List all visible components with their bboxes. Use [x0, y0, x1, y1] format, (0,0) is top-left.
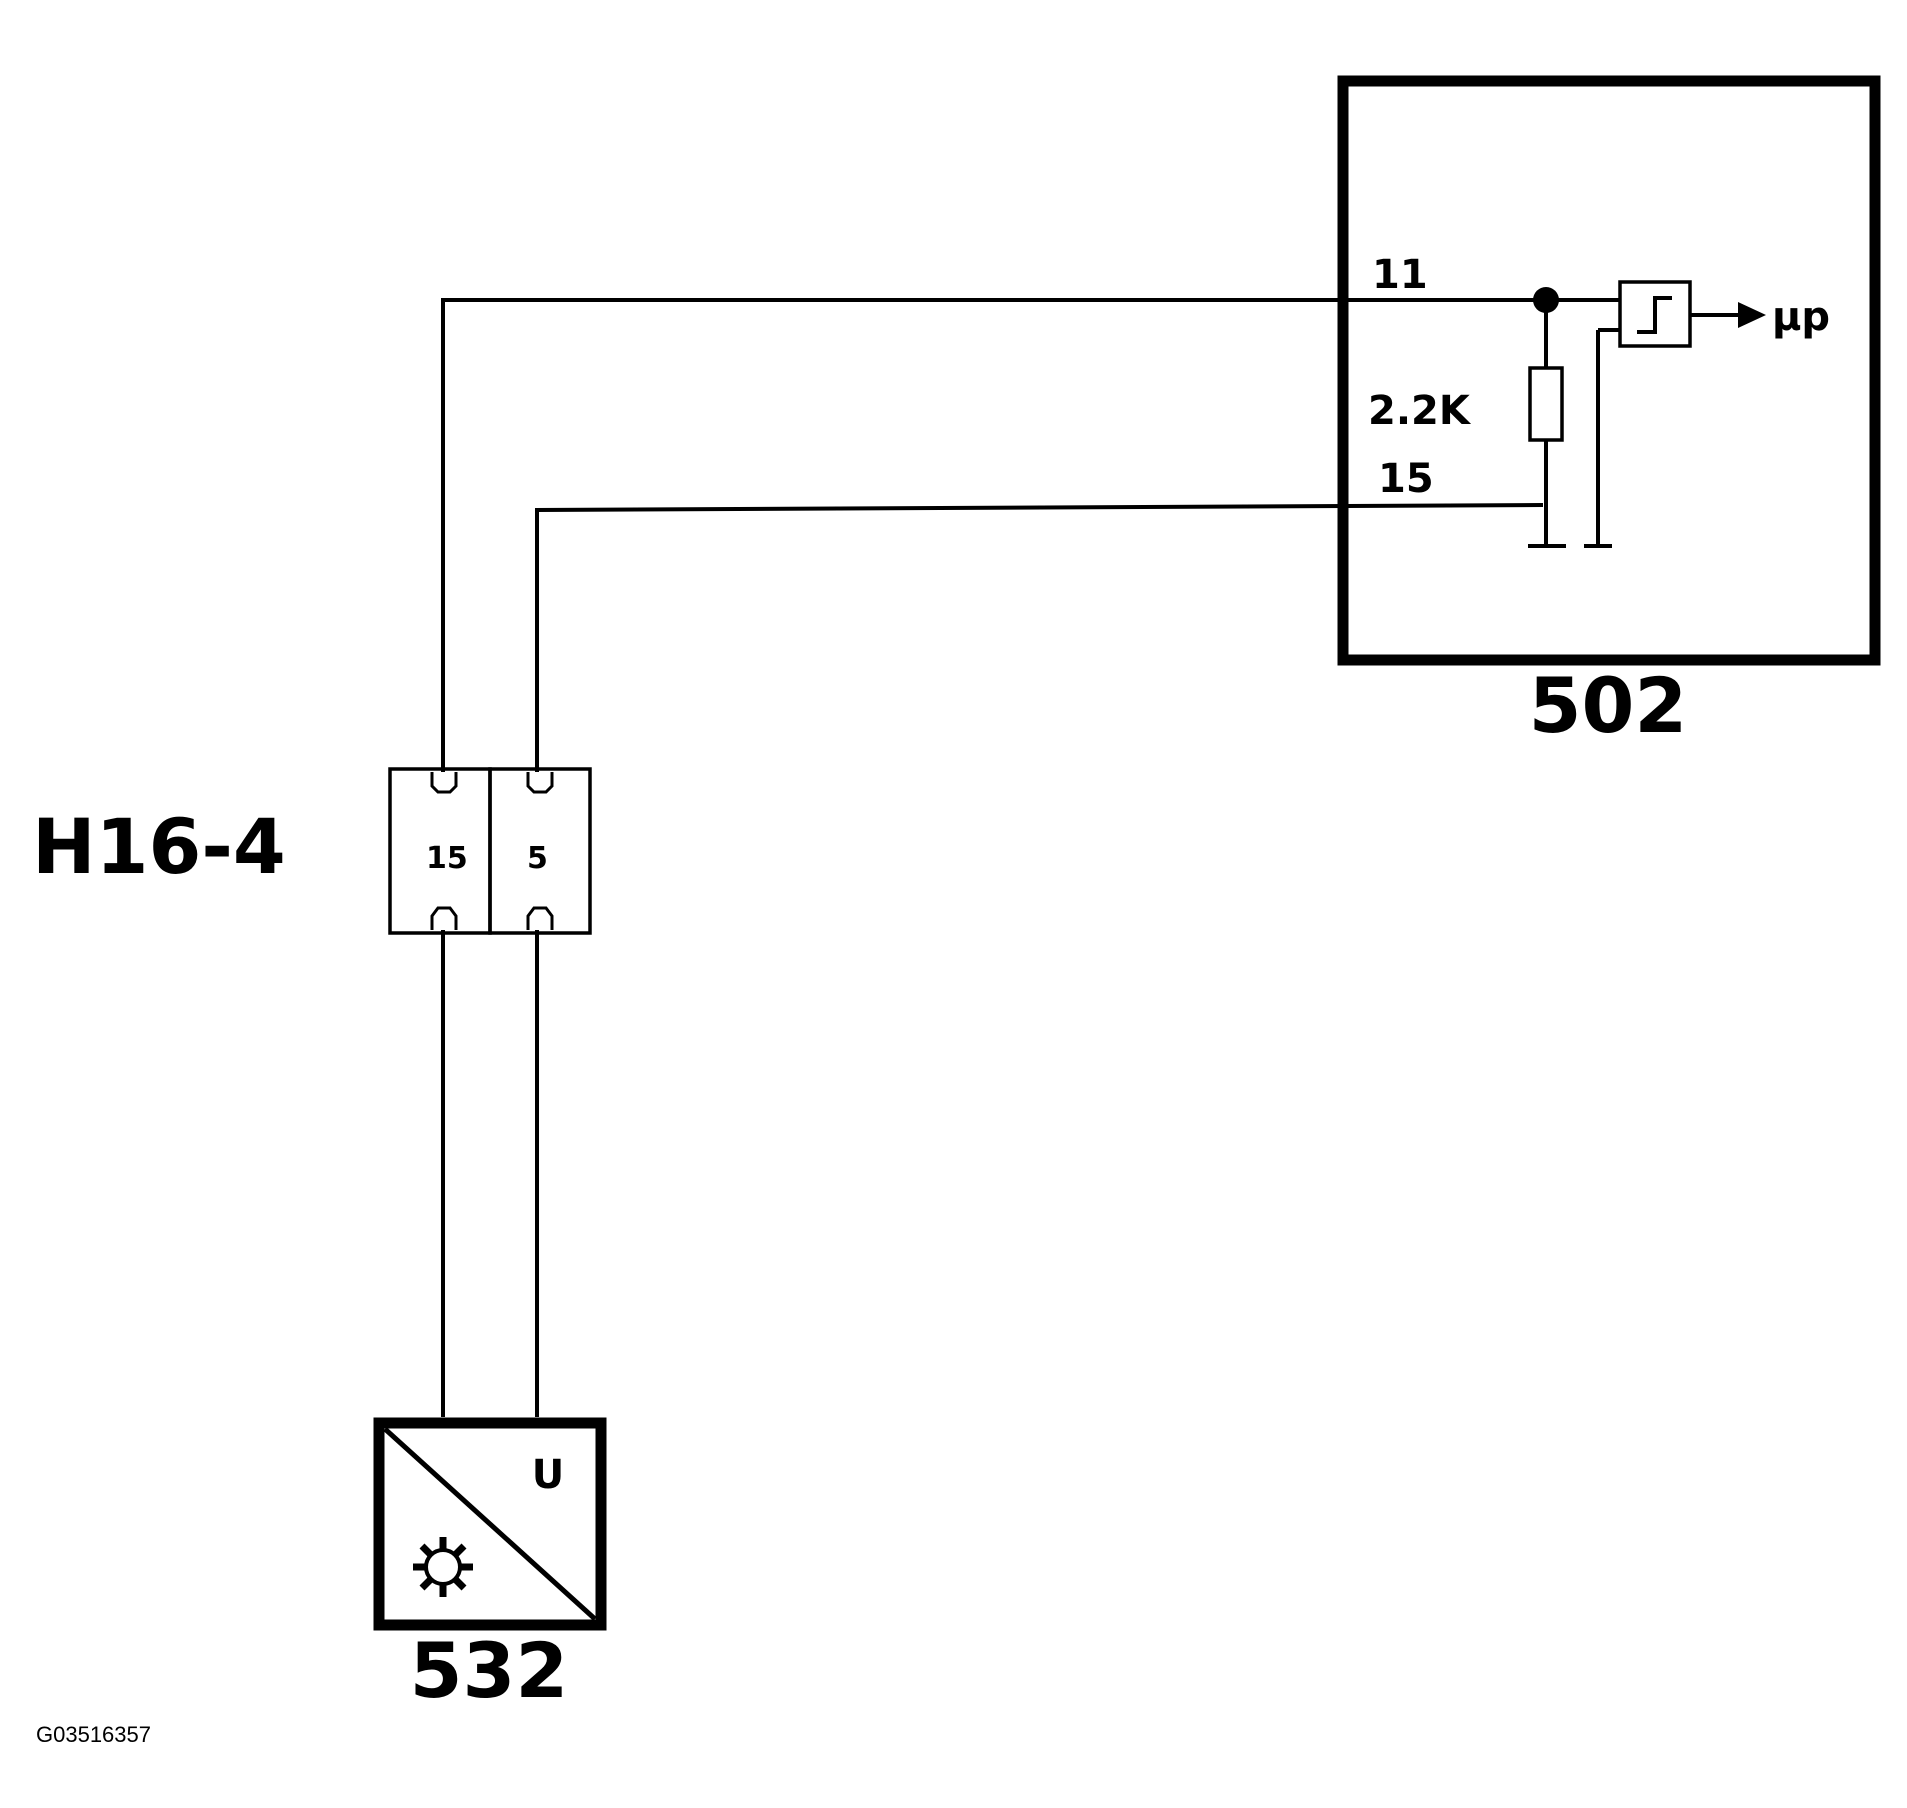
pin-label-11: 11 — [1372, 252, 1428, 298]
figure-reference: G03516357 — [36, 1722, 151, 1747]
connector-label: H16-4 — [32, 802, 286, 891]
terminal-top-right — [526, 772, 554, 794]
control-module-502: 502 11 15 2.2K μp — [1337, 75, 1881, 750]
terminal-bottom-left — [430, 906, 458, 930]
gear-icon — [413, 1537, 473, 1597]
wire-pin-15 — [535, 503, 1544, 790]
resistor-label: 2.2K — [1368, 388, 1472, 434]
output-label-micro: μp — [1772, 294, 1830, 340]
sensor-label: 532 — [410, 1626, 569, 1715]
connector-pin-15: 15 — [426, 841, 468, 876]
sensor-symbol-u: U — [532, 1452, 564, 1498]
sensor-diagonal — [383, 1427, 597, 1621]
connector-h16-4: H16-4 15 5 — [32, 767, 592, 935]
connector-cell-right — [488, 767, 592, 935]
terminal-bottom-right — [526, 906, 554, 930]
arrow-icon — [1738, 302, 1766, 328]
module-label: 502 — [1529, 661, 1688, 750]
sensor-outline — [373, 1417, 607, 1631]
module-outline — [1337, 75, 1881, 666]
resistor — [1528, 366, 1564, 442]
schmitt-symbol — [1637, 296, 1672, 334]
sensor-532: U 532 — [373, 1417, 607, 1715]
terminal-top-left — [430, 772, 458, 794]
pin-label-15: 15 — [1378, 456, 1434, 502]
connector-pin-5: 5 — [527, 841, 548, 876]
wire-pin-11 — [441, 298, 1343, 790]
